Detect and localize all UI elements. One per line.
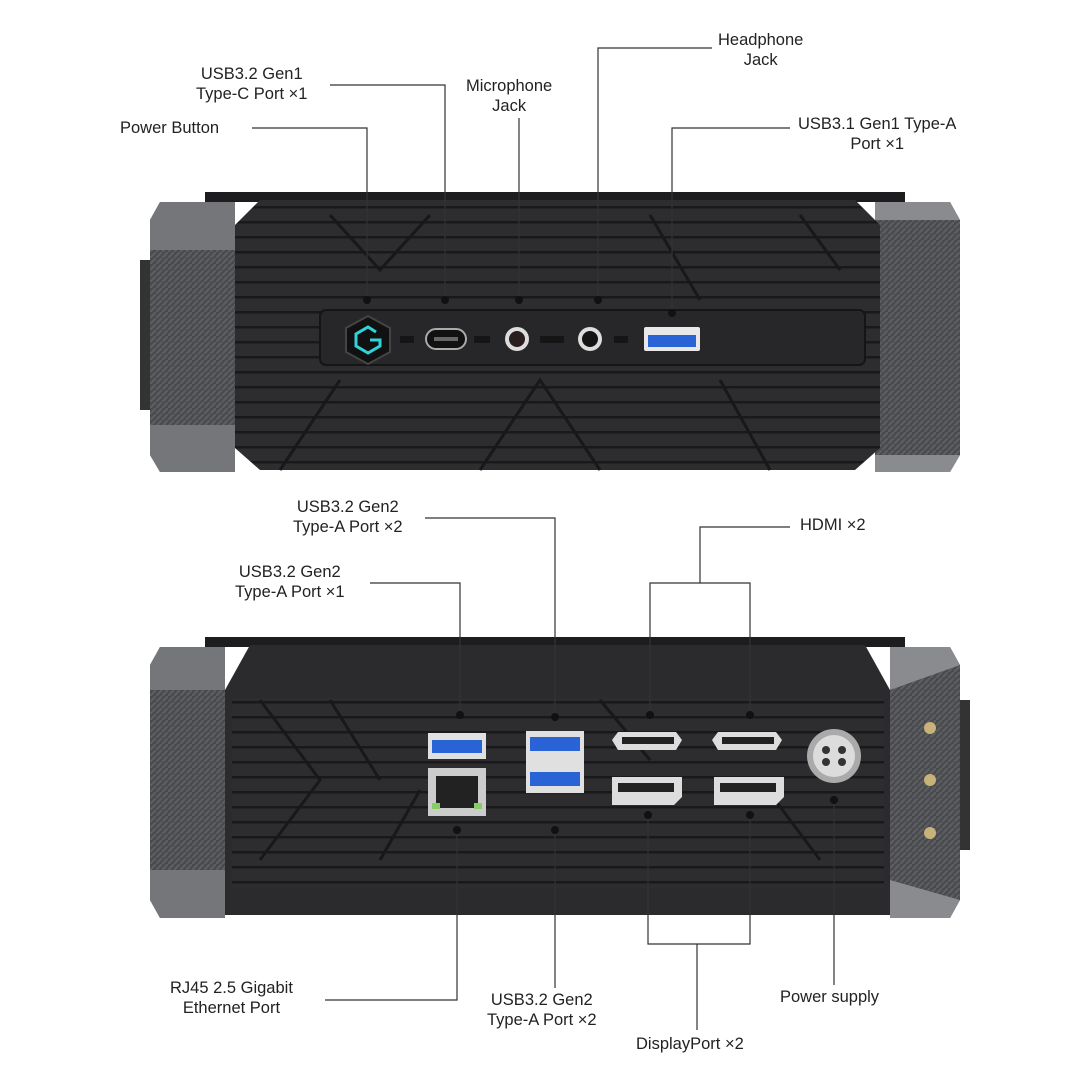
front-device bbox=[140, 192, 960, 472]
label-hdmi: HDMI ×2 bbox=[800, 516, 866, 534]
label-displayport: DisplayPort ×2 bbox=[636, 1035, 744, 1053]
leader-dots bbox=[363, 296, 838, 834]
label-power-supply: Power supply bbox=[780, 988, 880, 1006]
leader-lines bbox=[252, 47, 835, 1030]
label-power-button: Power Button bbox=[120, 119, 220, 137]
power-button-graphic bbox=[345, 314, 391, 366]
rear-device bbox=[150, 637, 970, 918]
